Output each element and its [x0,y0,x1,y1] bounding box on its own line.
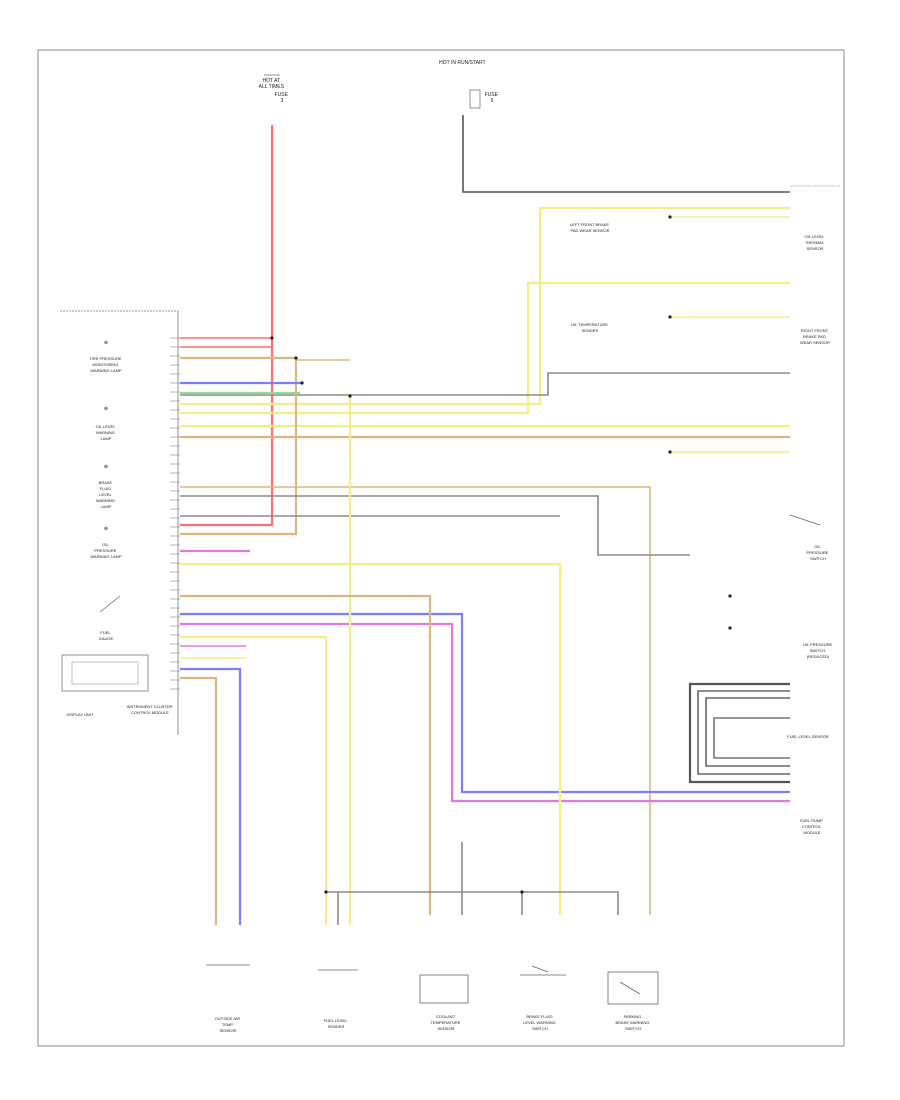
svg-text:DISPLAY UNIT: DISPLAY UNIT [67,712,95,717]
wire-gray-5 [180,372,790,396]
instrument-cluster-label: INSTRUMENT CLUSTER CONTROL MODULE [126,704,173,715]
svg-text:RIGHT FRONT BRAKE PAD: RIGHT FRONT BRAKE PAD WEAR SENSOR [800,328,830,345]
cluster-connector-pins [170,337,180,690]
wire-violet-2 [180,622,790,803]
svg-text:BRAKE FLUID LE: BRAKE FLUID LEVEL WARNING LAMP [96,480,116,509]
wire-yellow-v4 [180,635,328,925]
svg-text:INSTRUMENT CLUSTER CON: INSTRUMENT CLUSTER CONTROL MODULE [126,704,173,715]
fuel-level-sensor: FUEL LEVEL SENSOR [787,734,829,739]
oil-pressure-lamp: ⊕ OIL PRESSURE WARNING LAMP [90,526,122,559]
svg-text:FUEL GAUGE: FUEL GAUGE [99,630,114,641]
wire-red-supply [180,125,274,527]
wire-bundle-1 [688,682,790,784]
page-frame [37,49,845,1047]
bottom-components: OUTSIDE AIR TEMP SENSOR FUEL LEVEL SENDE… [206,964,659,1033]
wire-yellow-2 [180,281,790,415]
svg-text:LEFT FRONT BRAKE PAD W: LEFT FRONT BRAKE PAD WEAR SENSOR [570,222,610,233]
display-unit: DISPLAY UNIT [61,654,149,717]
svg-text:PARKING BRAKE WARNING: PARKING BRAKE WARNING SWITCH [616,1014,651,1031]
oil-temp-sender: OIL TEMPERATURE SENDER [571,322,609,333]
fuel-pump-module: FUEL PUMP CONTROL MODULE [800,818,824,835]
wire-blue-2 [180,612,790,794]
wire-yellow-1 [180,206,790,406]
wires [180,115,790,925]
svg-text:OUTSIDE AIR TEMP: OUTSIDE AIR TEMP SENSOR [215,1016,241,1033]
right-side-components: OIL LEVEL THERMAL SENSOR LEFT FRONT BRAK… [570,185,840,835]
wire-gray-b [180,495,690,556]
oil-pressure-switch-2: OIL PRESSURE SWITCH (REDUCED) [803,642,834,659]
wire-gray-fuel [326,891,619,915]
wire-tan-v3 [180,594,432,915]
oil-level-sensor: OIL LEVEL THERMAL SENSOR [790,185,840,251]
brake-lamp-icon: ⊕ [104,464,108,470]
svg-text:OIL PRESSURE S: OIL PRESSURE SWITCH [806,544,829,561]
hot-in-run-source: HOT IN RUN/START FUSE 5 [439,60,499,109]
wire-tan-a [180,356,298,536]
hot-at-all-times-label: HOT AT ALL TIMES FUSE 3 [259,78,290,104]
tire-pressure-lamp-icon: ⊕ [104,340,108,346]
hot-at-all-times-source: HOT AT ALL TIMES FUSE 3 [259,74,290,104]
wire-blue-3 [180,667,242,925]
wire-bundle-4 [713,717,790,759]
instrument-cluster-block: ⊕ TIRE PRESSURE MONITORING WARNING LAMP … [60,310,179,735]
brake-fluid-switch: BRAKE FLUID LEVEL WARNING SWITCH [520,965,566,1031]
hot-in-run-label: HOT IN RUN/START FUSE 5 [439,60,499,104]
wire-tan-c [180,486,651,915]
svg-text:OIL PRESSURE SWITCH: OIL PRESSURE SWITCH (REDUCED) [803,642,834,659]
svg-text:OIL PRESSURE W: OIL PRESSURE WARNING LAMP [90,542,122,559]
junction-dots [270,215,732,894]
svg-text:BRAKE FLUID LEVEL WARN: BRAKE FLUID LEVEL WARNING SWITCH [523,1014,557,1031]
wire-bundle-3 [705,697,790,767]
fuel-gauge: FUEL GAUGE [99,595,121,641]
coolant-sensor: COOLANT TEMPERATURE SENSOR [419,974,469,1031]
svg-text:OIL TEMPERATURE SENDER: OIL TEMPERATURE SENDER [571,322,609,333]
wire-bundle-2 [697,690,790,775]
svg-text:OIL LEVEL WARNING: OIL LEVEL WARNING LAMP [96,424,117,441]
tire-pressure-lamp: ⊕ TIRE PRESSURE MONITORING WARNING LAMP [89,340,122,373]
svg-text:COOLANT TEMPERATURE: COOLANT TEMPERATURE SENSOR [430,1014,461,1031]
fuel-gauge-needle-icon [99,595,121,613]
fuel-level-sender: FUEL LEVEL SENDER [318,969,358,1029]
right-front-sensor: RIGHT FRONT BRAKE PAD WEAR SENSOR [800,328,830,345]
wire-black-run [462,115,790,193]
svg-text:FUEL LEVEL SENSOR: FUEL LEVEL SENSOR [787,734,829,739]
wire-yellow-v2 [180,562,562,915]
brake-lamp: ⊕ BRAKE FLUID LEVEL WARNING LAMP [96,464,116,509]
svg-text:FUEL LEVEL SENDER: FUEL LEVEL SENDER [324,1018,349,1029]
ambient-sensor: OUTSIDE AIR TEMP SENSOR [206,964,250,1033]
svg-text:FUEL PUMP CONTROL: FUEL PUMP CONTROL MODULE [800,818,824,835]
svg-text:OIL LEVEL THERMAL: OIL LEVEL THERMAL SENSOR [805,234,826,251]
wire-tan-v5 [180,676,218,925]
oil-level-lamp: ⊕ OIL LEVEL WARNING LAMP [96,406,117,441]
parking-brake-switch: PARKING BRAKE WARNING SWITCH [607,971,659,1031]
left-front-sensor: LEFT FRONT BRAKE PAD WEAR SENSOR [570,222,610,233]
oil-level-lamp-icon: ⊕ [104,406,108,412]
oil-pressure-switch: OIL PRESSURE SWITCH [789,514,829,561]
oil-pressure-lamp-icon: ⊕ [104,526,108,532]
svg-text:TIRE PRESSURE MONITORI: TIRE PRESSURE MONITORING WARNING LAMP [89,356,122,373]
